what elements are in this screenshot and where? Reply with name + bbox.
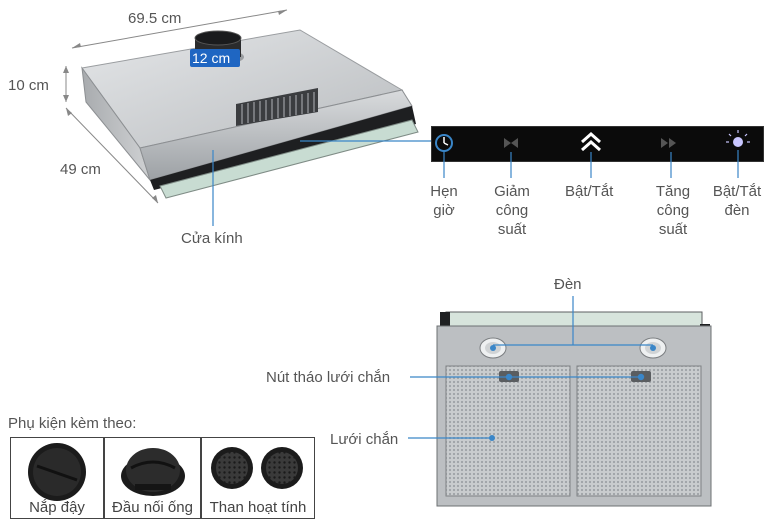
filter-release-label: Nút tháo lưới chắn <box>266 369 391 386</box>
accessory-cap: Nắp đậy <box>10 437 104 519</box>
width-dimension-label: 69.5 cm <box>128 10 182 27</box>
cap-label: Nắp đậy <box>29 499 85 516</box>
glass-label: Cửa kính <box>181 230 243 247</box>
height-dimension-label: 10 cm <box>8 77 49 94</box>
underside-rail-end-left <box>440 312 450 338</box>
grease-filter-right <box>576 365 702 497</box>
depth-arrow <box>65 107 159 204</box>
grease-filter-label: Lưới chắn <box>330 431 399 448</box>
underside-light-label: Đèn <box>554 276 582 293</box>
grease-filter-left <box>445 365 571 497</box>
connector-icon <box>121 448 185 496</box>
depth-arrow-head-top <box>66 108 72 116</box>
width-arrow-head-left <box>72 43 81 48</box>
power-label: Bật/Tắt <box>565 183 614 200</box>
increase-power-label: Tăng công suất <box>655 183 691 238</box>
outlet-dimension-label: 12 cm <box>192 50 231 66</box>
carbon-filter-label: Than hoạt tính <box>209 499 307 516</box>
connector-label: Đầu nối ống <box>112 499 193 516</box>
hood-bottom-trim <box>150 106 416 190</box>
power-chevron-icon <box>581 131 601 152</box>
outlet-badge <box>190 49 240 67</box>
decrease-icon <box>504 138 518 148</box>
height-arrow-head-top <box>63 66 69 73</box>
underside-glass-rail <box>445 311 703 327</box>
timer-label: Hẹn giờ <box>430 183 458 219</box>
accessory-connector: Đầu nối ống <box>104 437 201 519</box>
vent-grille <box>236 88 318 126</box>
light-icon <box>726 130 750 147</box>
accessory-carbon-filter: Than hoạt tính <box>201 437 315 519</box>
timer-icon <box>435 134 453 152</box>
width-arrow-head-right <box>278 10 287 15</box>
depth-dimension-label: 49 cm <box>60 161 101 178</box>
cap-icon <box>28 443 86 501</box>
carbon-filter-icon <box>211 447 303 489</box>
depth-arrow-head-bottom <box>152 195 158 203</box>
decrease-power-label: Giảm công suất <box>494 183 530 238</box>
width-arrow <box>71 9 288 49</box>
light-toggle-label: Bật/Tắt đèn <box>712 183 762 219</box>
hood-glass-panel <box>159 119 419 199</box>
control-panel <box>431 126 764 162</box>
accessories-title: Phụ kiện kèm theo: <box>8 415 137 432</box>
height-arrow-head-bottom <box>63 95 69 102</box>
increase-icon <box>661 138 676 148</box>
